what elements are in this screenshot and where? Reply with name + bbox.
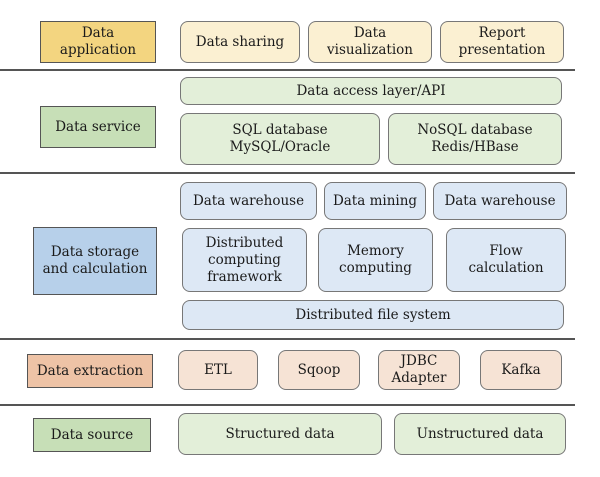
layer-separator xyxy=(0,69,575,71)
unstructured-data-box: Unstructured data xyxy=(394,413,566,455)
layer-separator xyxy=(0,338,575,340)
memory-computing-box: Memory computing xyxy=(318,228,433,292)
layer-separator xyxy=(0,404,575,406)
kafka-box: Kafka xyxy=(480,350,562,390)
sqoop-box: Sqoop xyxy=(278,350,360,390)
report-presentation-box: Report presentation xyxy=(440,21,564,63)
data-warehouse-box-2: Data warehouse xyxy=(433,182,567,220)
structured-data-box: Structured data xyxy=(178,413,382,455)
data-mining-box: Data mining xyxy=(324,182,426,220)
data-source-label: Data source xyxy=(33,418,151,452)
data-extraction-label: Data extraction xyxy=(27,354,153,388)
data-service-label: Data service xyxy=(40,106,156,148)
layer-separator xyxy=(0,172,575,174)
data-sharing-box: Data sharing xyxy=(180,21,300,63)
distributed-computing-box: Distributed computing framework xyxy=(182,228,307,292)
nosql-database-box: NoSQL database Redis/HBase xyxy=(388,113,562,165)
data-warehouse-box-1: Data warehouse xyxy=(180,182,317,220)
data-application-label: Data application xyxy=(40,21,156,63)
jdbc-adapter-box: JDBC Adapter xyxy=(378,350,460,390)
data-storage-label: Data storage and calculation xyxy=(33,227,157,295)
flow-calculation-box: Flow calculation xyxy=(446,228,566,292)
sql-database-box: SQL database MySQL/Oracle xyxy=(180,113,380,165)
etl-box: ETL xyxy=(178,350,258,390)
data-access-api-box: Data access layer/API xyxy=(180,77,562,105)
data-visualization-box: Data visualization xyxy=(308,21,432,63)
distributed-file-system-box: Distributed file system xyxy=(182,300,564,330)
